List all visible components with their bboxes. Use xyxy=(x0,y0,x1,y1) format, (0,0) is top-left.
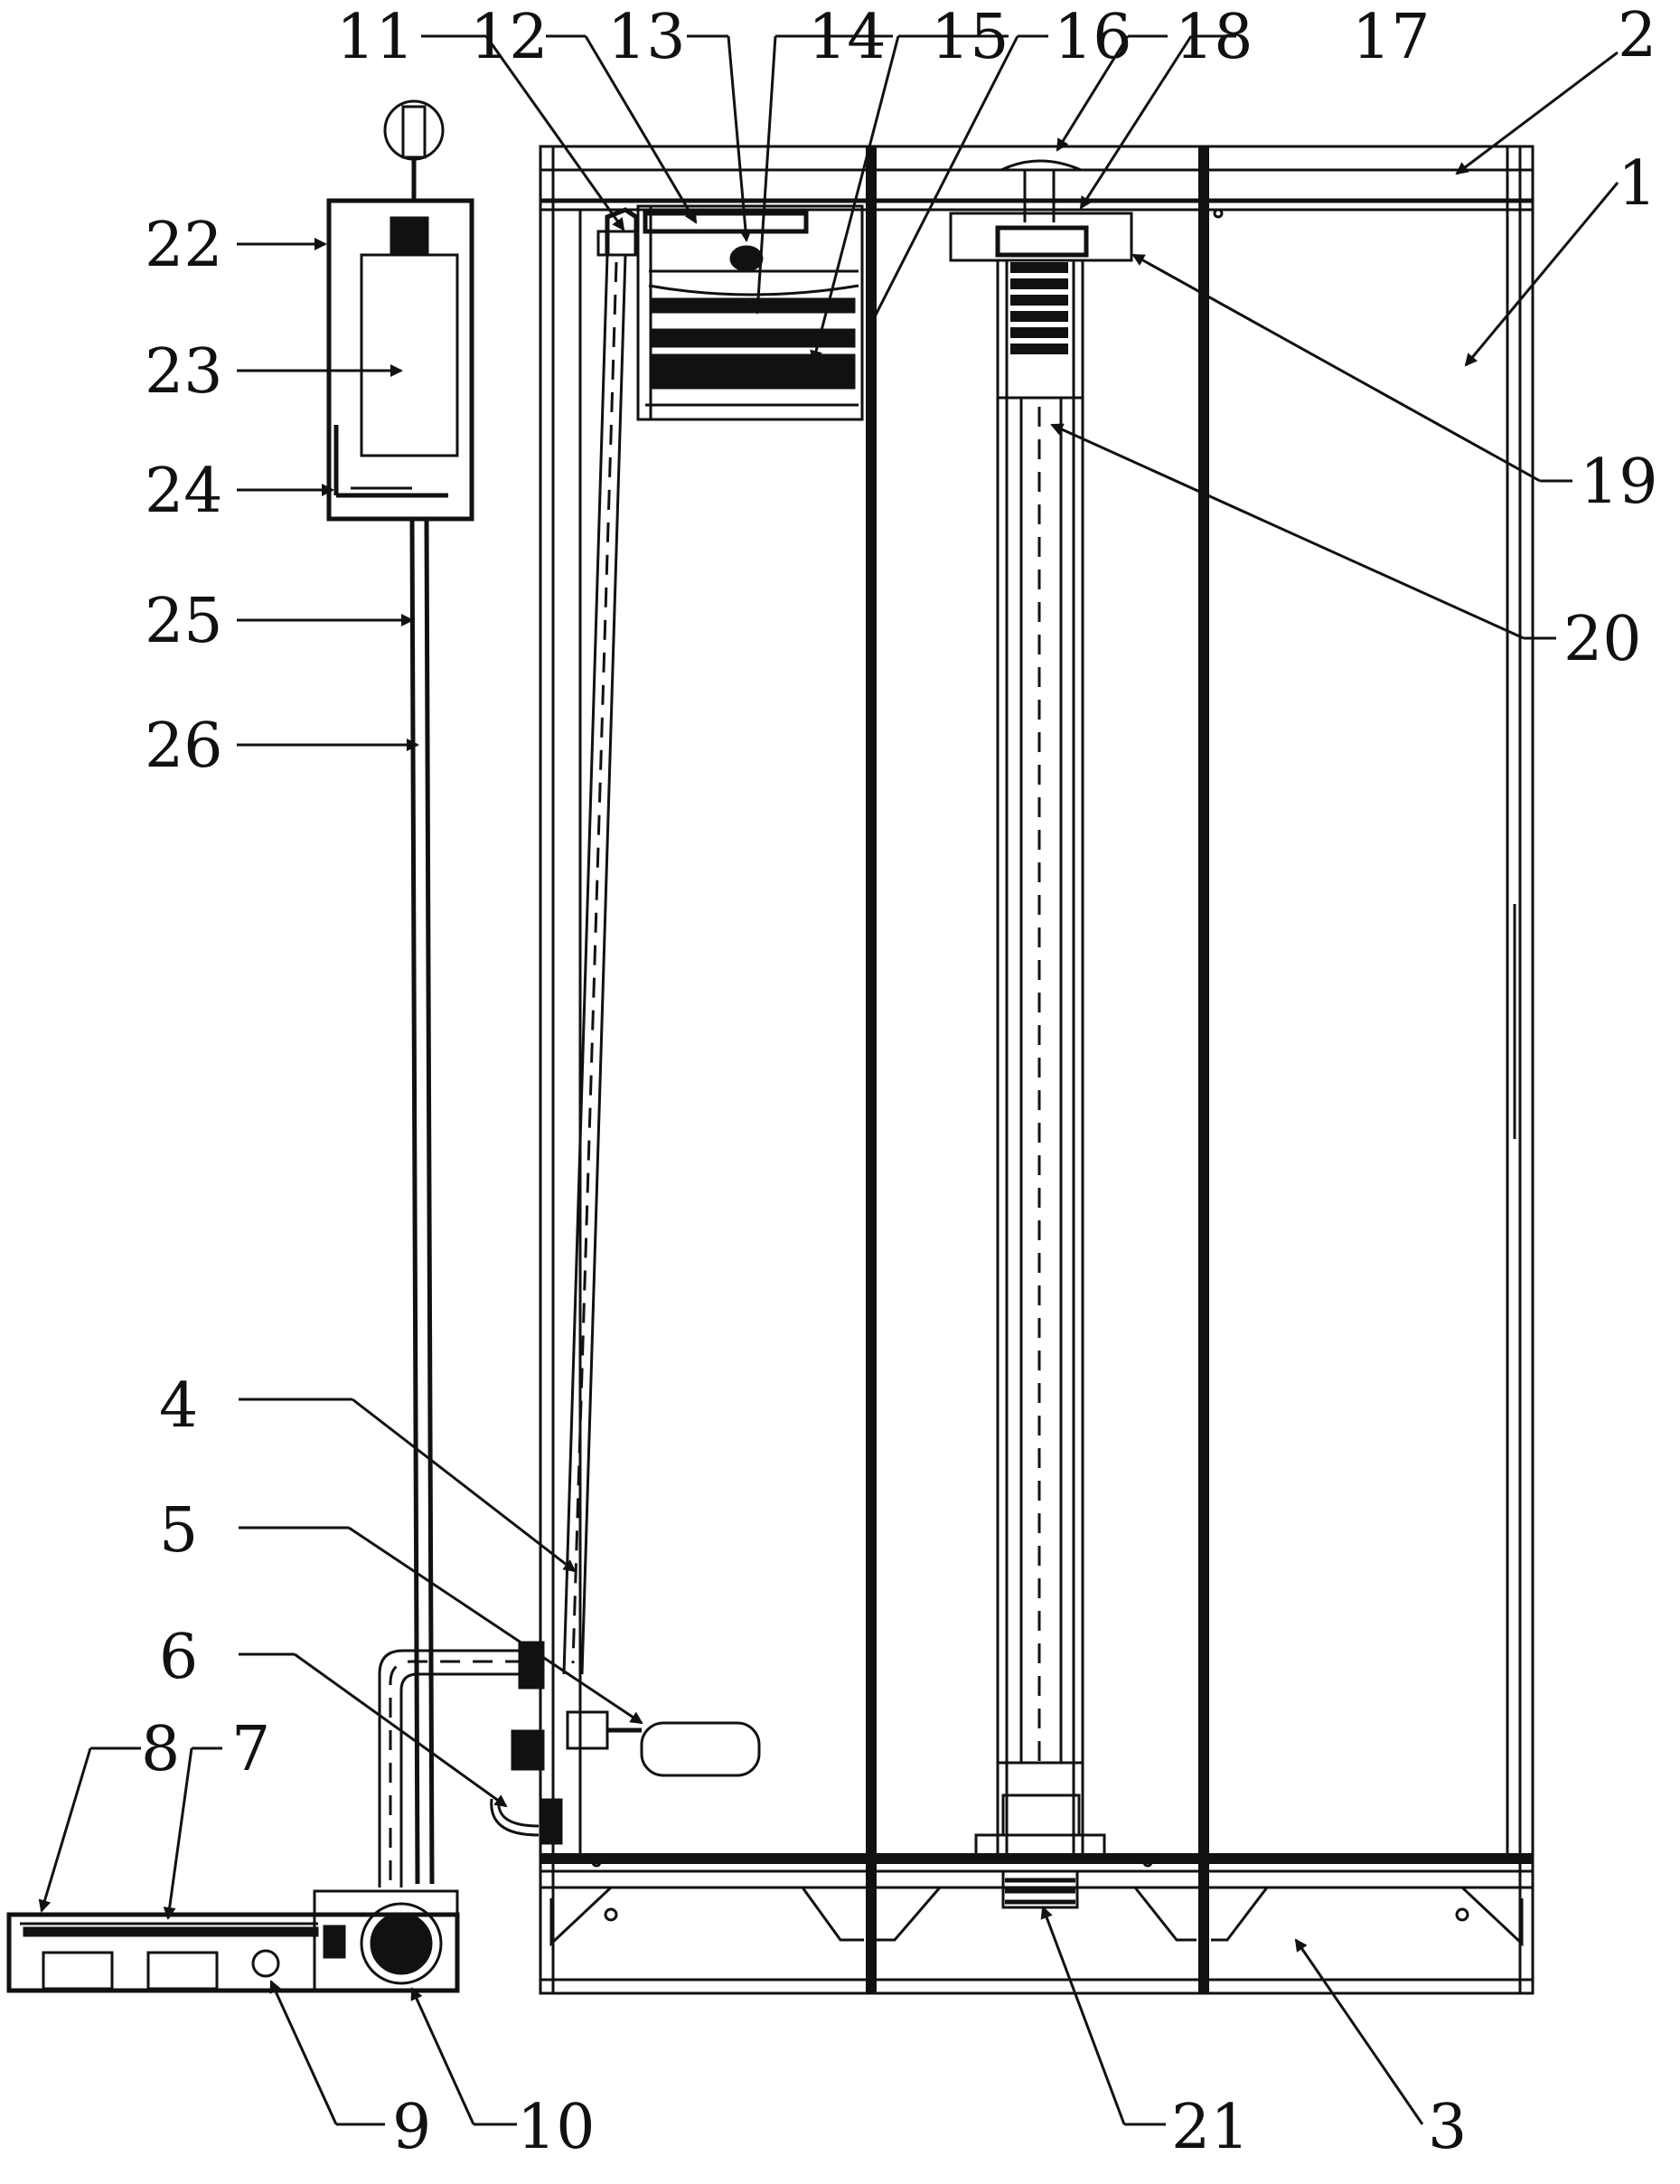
label-22: 22 xyxy=(145,210,223,281)
label-24: 24 xyxy=(145,456,223,527)
label-9: 9 xyxy=(392,2092,431,2163)
leader-lines xyxy=(38,34,1619,2126)
label-11: 11 xyxy=(336,2,415,73)
label-7: 7 xyxy=(231,1714,270,1785)
valve-assembly xyxy=(490,1641,761,1845)
control-box xyxy=(326,99,474,522)
spring xyxy=(1010,262,1068,354)
drain-thread xyxy=(1005,1878,1075,1905)
label-25: 25 xyxy=(145,586,223,657)
filter-box xyxy=(636,204,864,421)
label-6: 6 xyxy=(159,1622,198,1693)
label-21: 21 xyxy=(1171,2092,1250,2163)
label-17: 17 xyxy=(1352,2,1431,73)
label-3: 3 xyxy=(1428,2092,1467,2163)
label-13: 13 xyxy=(607,2,686,73)
label-15: 15 xyxy=(931,2,1009,73)
label-8: 8 xyxy=(141,1714,180,1785)
label-18: 18 xyxy=(1175,2,1253,73)
label-23: 23 xyxy=(145,336,223,408)
label-10: 10 xyxy=(517,2092,596,2163)
label-5: 5 xyxy=(159,1495,198,1567)
bottom-plate xyxy=(540,1853,1533,1873)
label-19: 19 xyxy=(1580,447,1658,518)
label-14: 14 xyxy=(808,2,887,73)
label-4: 4 xyxy=(159,1370,198,1442)
part-labels: 1 2 3 4 5 6 7 8 9 10 11 12 13 14 15 16 1… xyxy=(141,0,1658,2163)
label-12: 12 xyxy=(470,2,549,73)
label-20: 20 xyxy=(1563,604,1642,675)
top-cover xyxy=(540,146,1533,212)
label-16: 16 xyxy=(1054,2,1132,73)
base-tray xyxy=(540,1886,1533,1982)
inlet-pipe xyxy=(562,207,639,1675)
label-2: 2 xyxy=(1618,0,1657,71)
tubes-25-26 xyxy=(378,518,524,1887)
central-column xyxy=(949,159,1133,1909)
label-26: 26 xyxy=(145,711,223,782)
pump-unit xyxy=(6,1889,460,1993)
main-cabinet xyxy=(539,145,1535,1995)
label-1: 1 xyxy=(1618,148,1657,220)
